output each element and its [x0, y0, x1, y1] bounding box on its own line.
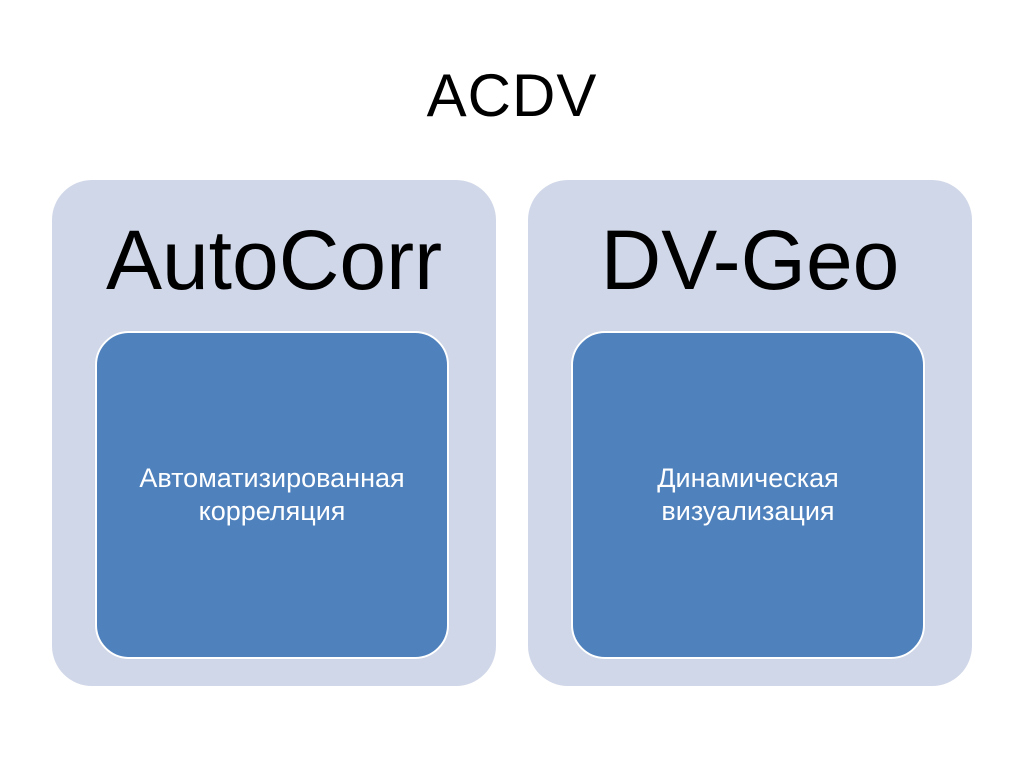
description-line: Динамическая — [657, 463, 839, 493]
description-line: Автоматизированная — [139, 463, 405, 493]
panel-autocorr: AutoCorr Автоматизированная корреляция — [52, 180, 496, 686]
description-box-autocorr: Автоматизированная корреляция — [95, 331, 449, 659]
description-line: визуализация — [661, 496, 835, 526]
panel-heading-dv-geo: DV-Geo — [600, 213, 900, 307]
panel-heading-autocorr: AutoCorr — [105, 213, 443, 307]
description-line: корреляция — [198, 496, 346, 526]
panel-dv-geo: DV-Geo Динамическая визуализация — [528, 180, 972, 686]
description-box-dv-geo: Динамическая визуализация — [571, 331, 925, 659]
description-text-autocorr: Автоматизированная корреляция — [129, 462, 414, 528]
description-text-dv-geo: Динамическая визуализация — [647, 462, 849, 528]
slide-title: ACDV — [426, 62, 598, 129]
